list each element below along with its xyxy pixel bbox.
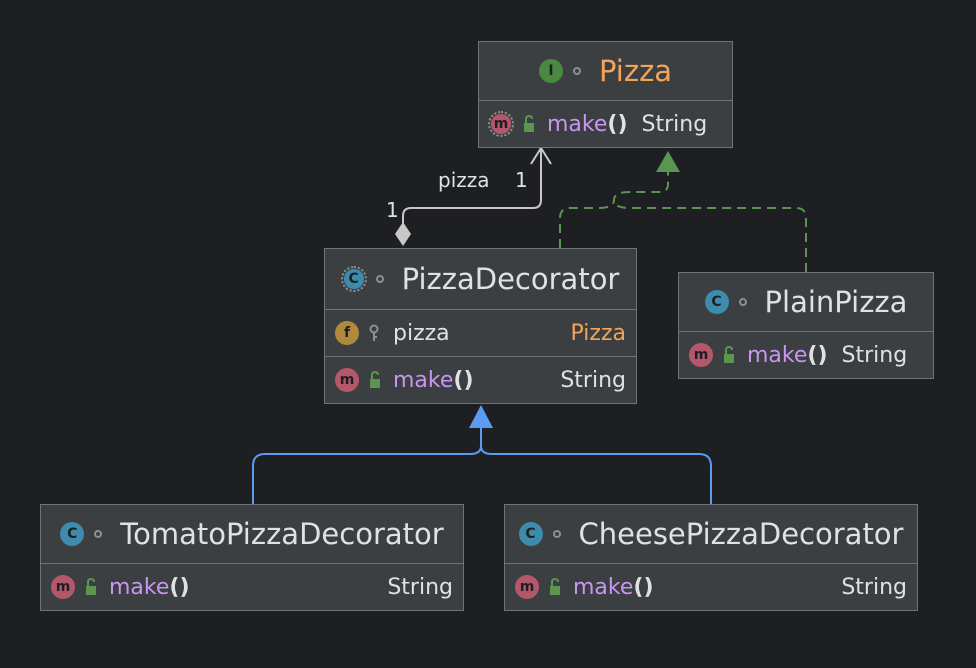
plainpizza-method-row[interactable]: m make() String — [679, 332, 933, 378]
pizza-interface-node[interactable]: I Pizza m make() String — [478, 41, 733, 148]
plainpizza-class-name: PlainPizza — [764, 285, 908, 319]
visibility-dot-icon — [572, 67, 581, 75]
pizzadecorator-class-name: PizzaDecorator — [401, 262, 620, 296]
cheesepizzadecorator-class-node[interactable]: C CheesePizzaDecorator m make() String — [504, 504, 918, 611]
plainpizza-make-method-name: make — [747, 342, 808, 368]
pizzadecorator-make-method-name: make — [393, 367, 454, 393]
visibility-dot-icon — [552, 530, 561, 538]
composition-arrowhead — [530, 146, 552, 165]
private-key-icon — [369, 324, 379, 341]
method-icon: m — [689, 343, 713, 367]
pizzadecorator-make-return-type: String — [560, 367, 626, 393]
pizzadecorator-field-name: pizza — [393, 320, 450, 346]
pizza-header: I Pizza — [479, 42, 732, 101]
cheesepizzadecorator-header: C CheesePizzaDecorator — [505, 505, 917, 564]
pizza-make-method-name: make — [547, 111, 608, 137]
tomatopizzadecorator-make-parens: () — [169, 574, 190, 600]
extends-line-cheese[interactable] — [480, 445, 712, 504]
class-icon: C — [518, 522, 543, 546]
extends-arrowhead — [469, 405, 493, 428]
cheesepizzadecorator-make-return-type: String — [841, 574, 907, 600]
pizzadecorator-field-row[interactable]: f pizza Pizza — [325, 310, 636, 356]
composition-target-multiplicity: 1 — [515, 168, 528, 192]
plainpizza-header: C PlainPizza — [679, 273, 933, 332]
composition-role-label: pizza — [438, 168, 490, 192]
method-icon: m — [488, 111, 514, 137]
visibility-dot-icon — [94, 530, 103, 538]
interface-icon: I — [538, 59, 563, 83]
class-icon: C — [60, 522, 85, 546]
method-icon: m — [515, 575, 539, 599]
plainpizza-make-return-type: String — [841, 342, 908, 368]
cheesepizzadecorator-make-parens: () — [633, 574, 654, 600]
composition-diamond — [395, 222, 411, 246]
visibility-dot-icon — [738, 298, 747, 306]
pizzadecorator-field-type: Pizza — [570, 320, 626, 346]
visibility-dot-icon — [375, 275, 384, 283]
plainpizza-class-node[interactable]: C PlainPizza m make() String — [678, 272, 934, 379]
method-icon: m — [51, 575, 75, 599]
abstract-class-icon: C — [340, 266, 367, 292]
cheesepizzadecorator-make-method-name: make — [573, 574, 634, 600]
method-icon: m — [335, 368, 359, 392]
composition-source-multiplicity: 1 — [386, 198, 399, 222]
pizza-class-name: Pizza — [598, 54, 673, 88]
extends-line-tomato[interactable] — [252, 426, 482, 504]
pizza-method-row[interactable]: m make() String — [479, 101, 732, 147]
implements-arrowhead — [656, 151, 680, 172]
tomatopizzadecorator-class-node[interactable]: C TomatoPizzaDecorator m make() String — [40, 504, 464, 611]
public-lock-icon — [86, 577, 96, 595]
tomatopizzadecorator-header: C TomatoPizzaDecorator — [41, 505, 463, 564]
pizzadecorator-method-row[interactable]: m make() String — [325, 356, 636, 403]
tomatopizzadecorator-method-row[interactable]: m make() String — [41, 564, 463, 610]
composition-line[interactable] — [402, 148, 542, 228]
pizza-make-parens: () — [607, 111, 628, 137]
pizza-make-return-type: String — [641, 111, 708, 137]
public-lock-icon — [724, 345, 734, 363]
plainpizza-make-parens: () — [807, 342, 828, 368]
pizzadecorator-header: C PizzaDecorator — [325, 249, 636, 310]
pizzadecorator-make-parens: () — [453, 367, 474, 393]
public-lock-icon — [370, 370, 380, 388]
cheesepizzadecorator-method-row[interactable]: m make() String — [505, 564, 917, 610]
tomatopizzadecorator-class-name: TomatoPizzaDecorator — [120, 517, 444, 551]
public-lock-icon — [524, 114, 534, 132]
tomatopizzadecorator-make-method-name: make — [109, 574, 170, 600]
implements-line-plainpizza[interactable] — [613, 199, 807, 272]
pizzadecorator-class-node[interactable]: C PizzaDecorator f pizza Pizza m make() … — [324, 248, 637, 404]
field-icon: f — [335, 321, 359, 345]
cheesepizzadecorator-class-name: CheesePizzaDecorator — [578, 517, 904, 551]
public-lock-icon — [550, 577, 560, 595]
tomatopizzadecorator-make-return-type: String — [387, 574, 453, 600]
class-icon: C — [704, 290, 729, 314]
